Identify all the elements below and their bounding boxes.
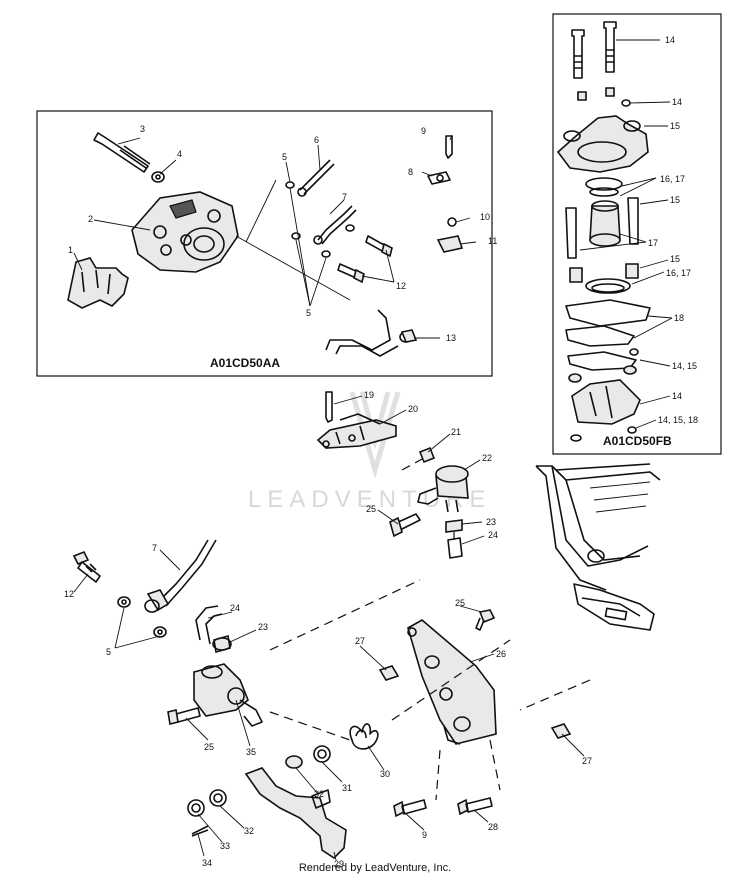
callout-10: 10: [480, 212, 490, 222]
callout-2: 2: [88, 214, 93, 224]
callout-33: 33: [220, 841, 230, 851]
callout-5-lower: 5: [106, 647, 111, 657]
leader-lines-right: [579, 39, 673, 429]
left-detail-box: [36, 110, 493, 377]
caliper-exploded-stack: [556, 21, 651, 442]
small-hardware: [427, 135, 464, 253]
callout-27-b: 27: [582, 756, 592, 766]
right-detail-label: A01CD50FB: [603, 434, 672, 448]
callout-31: 31: [342, 783, 352, 793]
callout-28: 28: [488, 822, 498, 832]
brake-line-lower: [144, 539, 217, 613]
callout-18: 18: [674, 313, 684, 323]
push-rod-fittings: [187, 745, 347, 860]
banjo-bolts: [337, 235, 393, 284]
copper-washers: [117, 596, 167, 638]
callout-25-a: 25: [366, 504, 376, 514]
callout-7-lower: 7: [152, 543, 157, 553]
vehicle-frame: [535, 463, 661, 631]
callout-20: 20: [408, 404, 418, 414]
washer-hole: [155, 174, 161, 180]
callout-9-upper: 9: [421, 126, 426, 136]
callout-27-a: 27: [355, 636, 365, 646]
callout-13: 13: [446, 333, 456, 343]
callout-4: 4: [177, 149, 182, 159]
callout-29: 29: [334, 859, 344, 869]
callout-17: 17: [648, 238, 658, 248]
callout-5-upper: 5: [282, 152, 287, 162]
callout-12-lower: 12: [64, 589, 74, 599]
callout-16-17-b: 16, 17: [666, 268, 691, 278]
pivot-plate: [407, 609, 497, 745]
leader-lines-lower: [73, 549, 585, 861]
washer: [151, 171, 165, 183]
callout-9-lower: 9: [422, 830, 427, 840]
master-cylinder-body: [167, 663, 263, 727]
callout-3: 3: [140, 124, 145, 134]
callout-24-a: 24: [488, 530, 498, 540]
callout-14-a: 14: [665, 35, 675, 45]
callout-14-15: 14, 15: [672, 361, 697, 371]
callout-32-b: 32: [244, 826, 254, 836]
callout-8: 8: [408, 167, 413, 177]
callout-16-17-a: 16, 17: [660, 174, 685, 184]
lower-bolt-12: [72, 550, 101, 583]
mount-bracket: [316, 391, 397, 449]
caliper-body: [131, 191, 239, 273]
callout-22: 22: [482, 453, 492, 463]
callout-7-upper: 7: [342, 192, 347, 202]
callout-11: 11: [488, 236, 497, 246]
callout-1: 1: [68, 245, 73, 255]
brake-pad: [67, 257, 129, 309]
left-detail-label: A01CD50AA: [210, 356, 280, 370]
brake-line-fittings: [285, 159, 357, 258]
callout-19: 19: [364, 390, 374, 400]
callout-23-a: 23: [486, 517, 496, 527]
callout-21: 21: [451, 427, 461, 437]
assembly-dashed-lines: [269, 579, 591, 801]
callout-30: 30: [380, 769, 390, 779]
callout-25-c: 25: [455, 598, 465, 608]
leader-lines-middle: [333, 395, 485, 545]
pivot-bolts: [393, 797, 493, 818]
callout-14-b: 14: [672, 97, 682, 107]
callout-35: 35: [246, 747, 256, 757]
callout-34: 34: [202, 858, 212, 868]
callout-labels: 3 4 2 1 5 6 7 9 8 10 11 12 5 13 14 14 15…: [64, 35, 698, 869]
callout-12-upper: 12: [396, 281, 406, 291]
callout-23-b: 23: [258, 622, 268, 632]
callout-14-15-18: 14, 15, 18: [658, 415, 698, 425]
brake-lever-bracket: [325, 309, 418, 357]
callout-26: 26: [496, 649, 506, 659]
caliper-bolt: [93, 132, 151, 173]
callout-14-c: 14: [672, 391, 682, 401]
hose-and-clamp: [195, 605, 232, 654]
leader-lines-left: [73, 134, 477, 339]
reservoir-master-cylinder: [389, 446, 469, 559]
callout-15-a: 15: [670, 121, 680, 131]
callout-15-b: 15: [670, 195, 680, 205]
callout-24-b: 24: [230, 603, 240, 613]
callout-25-b: 25: [204, 742, 214, 752]
right-detail-box: [552, 13, 722, 455]
lock-nuts: [378, 665, 572, 739]
callout-6: 6: [314, 135, 319, 145]
return-spring: [349, 723, 379, 750]
render-credit-footer: Rendered by LeadVenture, Inc.: [298, 862, 452, 874]
callout-32-a: 32: [314, 789, 324, 799]
callout-15-c: 15: [670, 254, 680, 264]
callout-5-mid: 5: [306, 308, 311, 318]
